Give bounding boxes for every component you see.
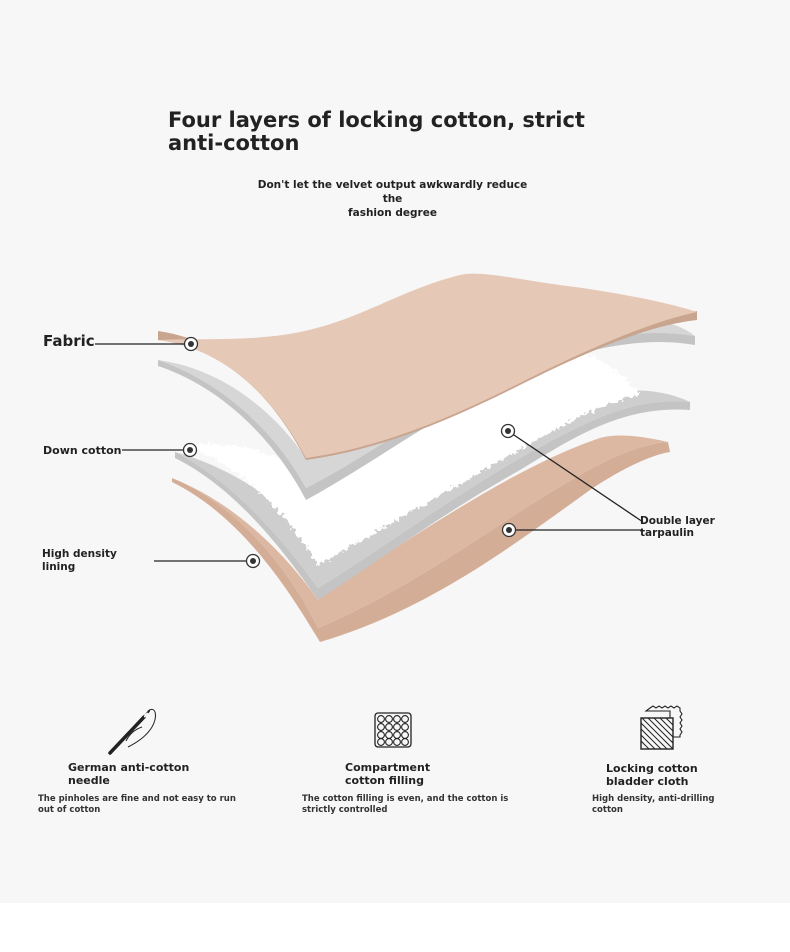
- quilted-grid-icon: [374, 712, 412, 748]
- down-cotton-marker: [182, 442, 198, 458]
- tarpaulin-label-line-2: tarpaulin: [640, 527, 695, 539]
- feature-needle-title-line-1: German anti-cotton: [68, 761, 190, 774]
- layer-diagram: [95, 273, 697, 642]
- title-line-1: Four layers of locking cotton, strict: [168, 108, 585, 132]
- fabric-marker: [183, 336, 199, 352]
- feature-compartment-desc-line-2: strictly controlled: [302, 805, 388, 815]
- feature-compartment-desc-line-1: The cotton filling is even, and the cott…: [302, 794, 509, 804]
- feature-locking-title-line-2: bladder cloth: [606, 775, 689, 788]
- title-line-2: anti-cotton: [168, 131, 300, 155]
- down-cotton-layer: [185, 345, 640, 565]
- down-cotton-label: Down cotton: [43, 444, 122, 457]
- feature-compartment-title-line-2: cotton filling: [345, 774, 424, 787]
- page-title: Four layers of locking cotton, strict an…: [168, 109, 588, 155]
- feature-locking-desc-line-2: cotton: [592, 805, 623, 815]
- feature-needle-desc-line-2: out of cotton: [38, 805, 101, 815]
- lining-layer: [172, 442, 670, 642]
- lining-label-line-1: High density: [42, 548, 117, 560]
- feature-locking-desc-line-1: High density, anti-drilling: [592, 794, 715, 804]
- lining-label-line-2: lining: [42, 561, 76, 573]
- feature-locking-title-line-1: Locking cotton: [606, 762, 698, 775]
- lining-label: High density lining: [42, 548, 132, 574]
- needle-icon: [108, 709, 156, 755]
- tarpaulin-marker-upper: [500, 423, 516, 439]
- subtitle-line-2: fashion degree: [348, 207, 437, 219]
- feature-compartment-title: Compartment cotton filling: [345, 761, 430, 787]
- tarpaulin-marker-lower: [501, 522, 517, 538]
- page-subtitle: Don't let the velvet output awkwardly re…: [250, 178, 535, 220]
- feature-locking-desc: High density, anti-drilling cotton: [592, 794, 715, 816]
- fabric-label: Fabric: [43, 332, 95, 350]
- cloth-swatch-icon: [640, 705, 683, 750]
- feature-needle-desc: The pinholes are fine and not easy to ru…: [38, 794, 236, 816]
- fabric-layer: [158, 273, 697, 458]
- feature-needle-title: German anti-cotton needle: [68, 761, 189, 787]
- feature-needle-desc-line-1: The pinholes are fine and not easy to ru…: [38, 794, 236, 804]
- tarpaulin-label-line-1: Double layer: [640, 515, 715, 527]
- lining-marker: [245, 553, 261, 569]
- feature-locking-title: Locking cotton bladder cloth: [606, 762, 698, 788]
- feature-compartment-title-line-1: Compartment: [345, 761, 431, 774]
- feature-compartment-desc: The cotton filling is even, and the cott…: [302, 794, 508, 816]
- tarpaulin-label: Double layer tarpaulin: [640, 515, 740, 539]
- subtitle-line-1: Don't let the velvet output awkwardly re…: [257, 179, 528, 205]
- feature-needle-title-line-2: needle: [68, 774, 110, 787]
- lining-layer-top: [172, 435, 668, 628]
- bottom-strip: [0, 903, 790, 952]
- tarpaulin-callout-line-1: [507, 430, 644, 523]
